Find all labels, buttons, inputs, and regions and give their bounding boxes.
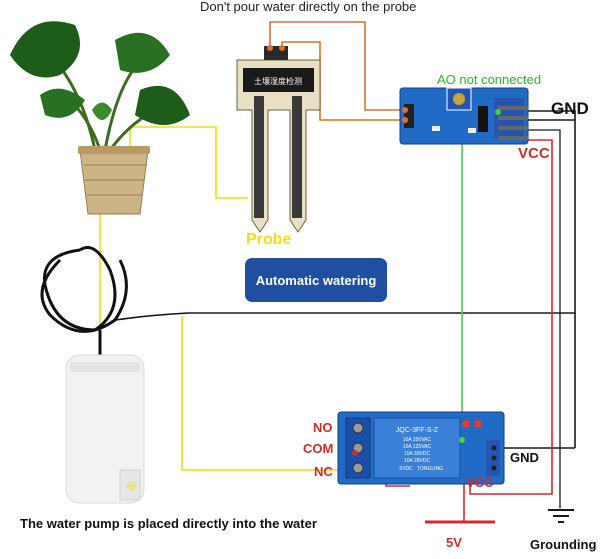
top-note: Don't pour water directly on the probe (200, 0, 417, 14)
ground-drop-wire (528, 129, 561, 508)
relay-in-dot (459, 437, 465, 443)
probe-wire-2 (281, 41, 403, 121)
relay-brand-text: TONGLING (417, 466, 443, 472)
gnd-sensor-label: GND (551, 99, 589, 118)
sensor-pin-ao (498, 106, 528, 110)
sensor-in-pin-1 (402, 107, 408, 113)
do-signal-wire (461, 111, 498, 440)
relay-com-label: COM (303, 441, 334, 456)
grounding-label: Grounding (530, 537, 597, 552)
sensor-in-pin-2 (402, 117, 408, 123)
relay-com-dot (352, 450, 358, 456)
probe-wire-1 (269, 21, 403, 111)
ground-symbol (548, 509, 574, 523)
probe-pin-1 (267, 45, 273, 51)
gnd-relay-label: GND (510, 450, 539, 465)
sensor-pin-do (498, 116, 528, 120)
sensor-pin-gnd (498, 126, 528, 130)
gnd-wire-sensor (188, 110, 576, 314)
relay-rating-4: 10A 28VDC (404, 458, 431, 464)
relay-model-text: JQC-3FF-S-Z (396, 427, 439, 434)
relay-rating-2: 10A 125VAC (403, 444, 432, 450)
relay-module: JQC-3FF-S-Z 10A 250VAC 10A 125VAC 10A 30… (337, 411, 505, 485)
automatic-watering-badge: Automatic watering (245, 258, 387, 302)
plant-icon (10, 21, 190, 151)
sensor-module (399, 87, 529, 145)
relay-rating-1: 10A 250VAC (403, 437, 432, 443)
ao-note: AO not connected (437, 72, 542, 87)
plant-pot (78, 146, 150, 215)
relay-no-label: NO (313, 420, 333, 435)
do-dot (495, 109, 501, 115)
pump-note: The water pump is placed directly into t… (20, 516, 317, 531)
supply-5v-label: 5V (446, 535, 462, 550)
probe-board-text: 土壤湿度检测 (254, 76, 302, 86)
probe-label: Probe (246, 231, 292, 248)
soil-probe: 土壤湿度检测 (236, 46, 321, 233)
vcc-sensor-label: VCC (518, 145, 550, 162)
relay-rating-3: 10A 30VDC (404, 451, 431, 457)
probe-pin-2 (279, 45, 285, 51)
vcc-relay-label: VCC (466, 475, 494, 490)
vcc-wire-sensor (505, 139, 553, 495)
pump-cable (40, 246, 189, 360)
water-pump (65, 354, 145, 504)
relay-nc-label: NC (314, 464, 333, 479)
sensor-pin-vcc (498, 136, 528, 140)
relay-coil-text: 5VDC (399, 466, 413, 472)
pump-wire-nc (181, 316, 355, 471)
